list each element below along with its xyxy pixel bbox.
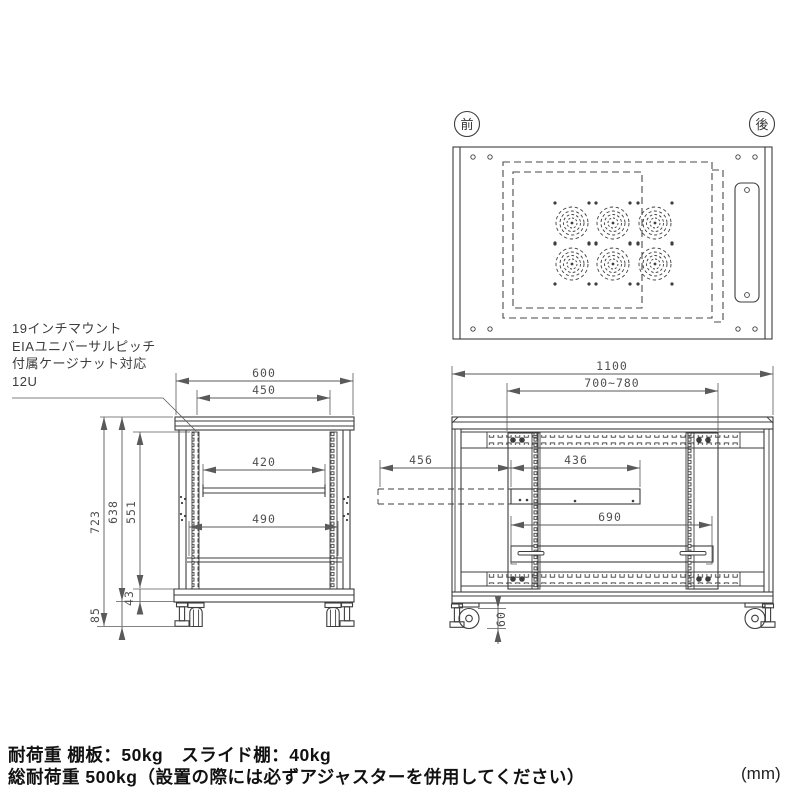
front-caster-height-dim: 85 xyxy=(88,607,102,623)
fan xyxy=(593,241,633,287)
front-width-dim: 600 xyxy=(252,366,276,380)
caster xyxy=(324,602,342,628)
front-label-badge: 前 xyxy=(453,110,481,138)
front-view-dimensions: 600 450 420 490 723 xyxy=(88,366,354,640)
fan xyxy=(593,200,633,246)
front-view-body xyxy=(173,416,355,628)
dashed-outline-rear xyxy=(712,169,724,323)
front-interior-height-dim: 551 xyxy=(124,500,138,524)
wall-holes xyxy=(179,495,350,522)
adjuster xyxy=(339,602,355,627)
side-mount-pitch-dim: 700~780 xyxy=(584,376,639,390)
side-caster-diameter-dim: 60 xyxy=(494,611,508,627)
mount-annotation: 19インチマウント EIAユニバーサルピッチ 付属ケージナット対応 12U xyxy=(12,320,156,390)
front-total-height-dim: 723 xyxy=(88,510,102,534)
caster xyxy=(458,602,480,630)
rear-label: 後 xyxy=(755,117,768,132)
side-slide-depth-dim: 436 xyxy=(564,453,588,467)
annotation-line: 19インチマウント xyxy=(12,321,122,336)
shelf-slot xyxy=(517,551,545,556)
mount-rail-left xyxy=(191,431,200,590)
mount-rail-front xyxy=(531,432,541,590)
front-shelf-width-dim: 420 xyxy=(252,455,276,469)
fan xyxy=(552,241,592,287)
unit-label: (mm) xyxy=(741,764,781,783)
front-label: 前 xyxy=(460,117,473,132)
load-capacity-text: 耐荷重 棚板：50kg スライド棚：40kg xyxy=(8,745,332,765)
annotation-line: EIAユニバーサルピッチ xyxy=(12,338,156,354)
side-shelf-depth-dim: 690 xyxy=(598,510,622,524)
slide-shelf-side xyxy=(510,488,641,505)
side-slide-travel-dim: 456 xyxy=(409,453,433,467)
top-strip xyxy=(461,431,764,449)
dashed-outline-inner xyxy=(512,171,643,309)
front-frame-height-dim: 638 xyxy=(106,500,120,524)
slide-shelf-front xyxy=(202,484,326,497)
rear-label-badge: 後 xyxy=(748,110,776,138)
total-load-capacity-text: 総耐荷重 500kg（設置の際には必ずアジャスターを併用してください） xyxy=(8,767,585,787)
front-view: 600 450 420 490 723 xyxy=(12,366,355,640)
bottom-strip xyxy=(461,571,764,587)
top-view: 前 後 xyxy=(452,110,776,340)
front-base-height-dim: 43 xyxy=(122,590,136,606)
fixed-shelf-front xyxy=(187,557,342,563)
annotation-leader-line xyxy=(12,397,197,432)
rail-bolts xyxy=(510,437,711,582)
top-view-body xyxy=(452,146,773,340)
dashed-outline-outer xyxy=(502,161,713,319)
shelf-slot xyxy=(679,551,707,556)
front-rail-width-dim: 450 xyxy=(252,383,276,397)
adjuster xyxy=(174,602,190,627)
mount-rail-rear xyxy=(685,432,695,590)
slide-extended-outline xyxy=(377,488,511,505)
annotation-line: 12U xyxy=(12,373,38,389)
side-depth-dim: 1100 xyxy=(596,359,628,373)
fan xyxy=(552,200,592,246)
front-lower-shelf-width-dim: 490 xyxy=(252,512,276,526)
mount-rail-right xyxy=(329,431,338,590)
side-view-body xyxy=(377,416,776,630)
annotation-line: 付属ケージナット対応 xyxy=(12,356,147,371)
caster xyxy=(187,602,205,628)
cable-slot xyxy=(734,182,760,303)
side-view: 1100 700~780 456 436 690 xyxy=(377,359,776,644)
side-view-dimensions: 1100 700~780 456 436 690 xyxy=(379,359,774,644)
